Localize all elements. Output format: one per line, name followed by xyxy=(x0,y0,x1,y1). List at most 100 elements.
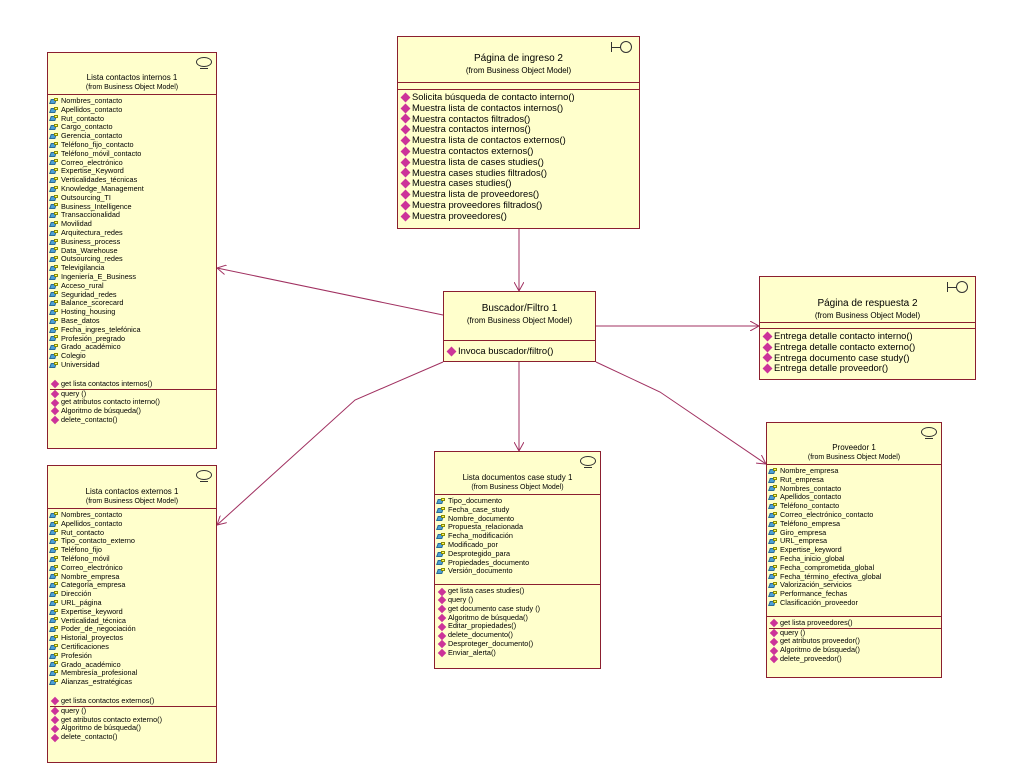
attribute-row: Verticalidad_técnica xyxy=(50,616,216,626)
class-name: Lista contactos externos 1 xyxy=(85,487,179,496)
attribute-row: Desprotegido_para xyxy=(437,548,600,559)
class-stereotype: (from Business Object Model) xyxy=(465,66,572,75)
attribute-label: Certificaciones xyxy=(61,641,109,651)
attribute-row: Categoría_empresa xyxy=(50,581,216,590)
attribute-label: Teléfono_fijo xyxy=(61,545,102,555)
attribute-icon xyxy=(50,564,60,572)
attribute-label: Expertise_Keyword xyxy=(61,166,124,176)
attribute-icon xyxy=(50,194,60,202)
operation-row: Muestra proveedores filtrados() xyxy=(400,199,639,211)
class-case-study[interactable]: Lista documentos case study 1 (from Busi… xyxy=(434,451,601,669)
class-contactos-internos[interactable]: Lista contactos internos 1 (from Busines… xyxy=(47,52,217,449)
operation-row: Muestra cases studies() xyxy=(400,178,639,189)
class-pagina-respuesta[interactable]: Página de respuesta 2 (from Business Obj… xyxy=(759,276,976,380)
attribute-icon xyxy=(437,524,447,531)
operation-row: query () xyxy=(437,594,600,605)
attribute-row: Correo_electrónico_contacto xyxy=(769,510,941,520)
attribute-label: Historial_proyectos xyxy=(61,633,124,643)
attribute-icon xyxy=(437,506,447,514)
attribute-icon xyxy=(50,670,60,677)
operation-row: Algoritmo de búsqueda() xyxy=(50,724,216,733)
operation-label: get atributos contacto externo() xyxy=(61,714,162,724)
operation-row: Entrega detalle proveedor() xyxy=(762,363,975,374)
attribute-label: Nombres_contacto xyxy=(61,510,123,519)
operation-label: Muestra contactos internos() xyxy=(412,123,531,135)
attribute-row: Nombre_empresa xyxy=(50,572,216,582)
attribute-label: Base_datos xyxy=(61,315,100,325)
attribute-icon xyxy=(50,212,60,219)
attribute-label: Profesión_pregrado xyxy=(61,333,126,343)
operation-row: delete_documento() xyxy=(437,630,600,640)
operation-row: get lista cases studies() xyxy=(437,586,600,596)
attribute-icon xyxy=(769,503,779,510)
attribute-label: Valorización_servicios xyxy=(780,580,852,590)
operation-label: Desproteger_documento() xyxy=(448,638,534,648)
attribute-label: Propiedades_documento xyxy=(448,557,530,567)
attribute-icon xyxy=(50,511,60,519)
attribute-label: Profesión xyxy=(61,650,92,660)
attribute-icon xyxy=(50,608,60,616)
operations-list: get lista contactos externos()query ()ge… xyxy=(48,689,216,744)
attribute-icon xyxy=(50,538,60,545)
class-pagina-ingreso[interactable]: Página de ingreso 2 (from Business Objec… xyxy=(397,36,640,229)
operation-row: query () xyxy=(50,705,216,716)
attribute-icon xyxy=(50,661,60,668)
attribute-label: Outsourcing_redes xyxy=(61,254,123,264)
operation-label: Muestra lista de proveedores() xyxy=(412,188,540,200)
attribute-label: Versión_documento xyxy=(448,566,513,576)
attribute-label: Modificado_por xyxy=(448,539,498,549)
attribute-icon xyxy=(50,133,60,140)
attribute-icon xyxy=(50,159,60,166)
link-buscador-internos xyxy=(217,268,444,316)
class-buscador[interactable]: Buscador/Filtro 1 (from Business Object … xyxy=(443,291,596,362)
operation-label: Muestra lista de contactos externos() xyxy=(412,134,566,146)
operations-list: get lista proveedores()query ()get atrib… xyxy=(767,615,941,666)
operation-row: Muestra proveedores() xyxy=(400,210,639,222)
operation-icon xyxy=(50,706,60,716)
attribute-icon xyxy=(50,573,60,580)
operation-icon xyxy=(769,637,779,646)
operation-icon xyxy=(50,697,60,706)
operation-icon xyxy=(50,724,60,733)
class-name: Buscador/Filtro 1 xyxy=(481,303,558,314)
operation-icon xyxy=(437,640,447,649)
operation-icon xyxy=(762,353,773,363)
attribute-label: Teléfono_móvil xyxy=(61,553,110,563)
attribute-label: Rut_contacto xyxy=(61,113,104,123)
attribute-row: Fecha_inicio_global xyxy=(769,554,941,564)
operation-icon xyxy=(50,715,60,725)
attribute-icon xyxy=(769,494,779,501)
class-stereotype: (from Business Object Model) xyxy=(466,316,573,325)
operation-icon xyxy=(437,604,447,614)
attribute-row: Nombre_documento xyxy=(437,514,600,524)
operation-label: Invoca buscador/filtro() xyxy=(458,345,554,356)
class-proveedor[interactable]: Proveedor 1 (from Business Object Model)… xyxy=(766,422,942,678)
operation-icon xyxy=(769,628,779,638)
operation-label: Entrega documento case study() xyxy=(774,351,910,363)
operation-label: query () xyxy=(448,594,474,604)
attribute-icon xyxy=(769,529,779,536)
attribute-label: Desprotegido_para xyxy=(448,548,511,558)
class-stereotype: (from Business Object Model) xyxy=(85,84,179,91)
class-contactos-externos[interactable]: Lista contactos externos 1 (from Busines… xyxy=(47,465,217,763)
operation-label: query () xyxy=(61,388,87,398)
attribute-label: Fecha_modificación xyxy=(448,531,513,541)
attribute-label: Televigilancia xyxy=(61,263,105,273)
attribute-row: Grado_académico xyxy=(50,343,216,352)
operation-row: Desproteger_documento() xyxy=(437,638,600,649)
attribute-row: Teléfono_móvil xyxy=(50,553,216,564)
attribute-icon xyxy=(50,344,60,351)
class-stereotype: (from Business Object Model) xyxy=(814,311,921,320)
attribute-label: Seguridad_redes xyxy=(61,289,117,299)
attribute-label: Fecha_ingres_telefónica xyxy=(61,324,141,334)
attribute-row: Apellidos_contacto xyxy=(769,493,941,502)
operation-label: Algoritmo de búsqueda() xyxy=(61,723,141,733)
operation-icon xyxy=(446,346,457,357)
attribute-icon xyxy=(50,643,60,651)
attribute-row: Transaccionalidad xyxy=(50,211,216,220)
link-buscador-proveedor xyxy=(595,361,766,464)
operation-label: Muestra cases studies filtrados() xyxy=(412,166,547,178)
attribute-row: Fecha_término_efectiva_global xyxy=(769,572,941,582)
attribute-row: Membresía_profesional xyxy=(50,669,216,678)
